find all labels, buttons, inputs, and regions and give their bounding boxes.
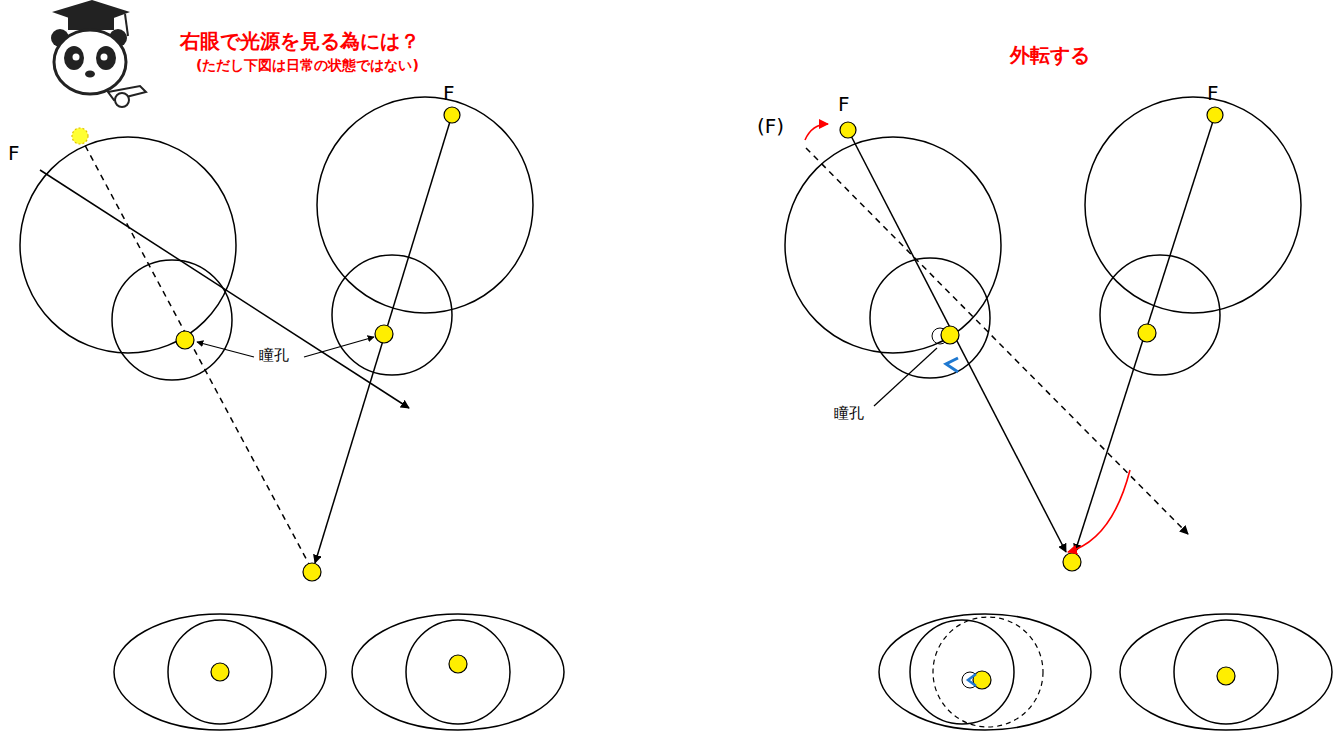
- pupil-dot: [176, 331, 194, 349]
- leader-line: [874, 348, 937, 406]
- visual-axis: [40, 170, 409, 408]
- pupil-label: 瞳孔: [259, 347, 289, 364]
- dashed-ray: [806, 148, 1188, 534]
- pupil-label: 瞳孔: [834, 405, 864, 422]
- pupil-dot: [1138, 324, 1156, 342]
- title-text: 右眼で光源を見る為には？: [180, 30, 420, 53]
- light-source: [1063, 553, 1081, 571]
- rotation-arrow: [1068, 470, 1130, 552]
- fovea-dot: [1207, 107, 1223, 123]
- fovea-dot: [444, 107, 460, 123]
- visual-axis: [315, 115, 452, 563]
- fovea-dot: [72, 128, 88, 144]
- front-view-right: [879, 614, 1332, 730]
- note-text: (ただし下図は日常の状態ではない): [196, 57, 419, 73]
- pupil-dot: [941, 326, 959, 344]
- rotation-arrow: [805, 124, 828, 140]
- leader-line: [197, 342, 254, 357]
- leader-line: [304, 337, 374, 357]
- visual-axis: [848, 130, 1066, 552]
- light-source: [303, 563, 321, 581]
- visual-axis: [1075, 115, 1215, 552]
- movement-arrow: [946, 358, 958, 372]
- fovea-label: F: [443, 82, 455, 105]
- fovea-label: F: [838, 93, 850, 116]
- fovea-dot: [840, 122, 856, 138]
- fovea-label: F: [1207, 82, 1219, 105]
- front-view-left: [114, 614, 564, 730]
- eyes-right: [785, 97, 1301, 378]
- pupil-dot: [375, 325, 393, 343]
- panel-heading: 外転する: [1010, 44, 1090, 67]
- dashed-ray: [80, 136, 310, 566]
- fovea-label: F: [8, 142, 20, 165]
- fovea-label: (F): [757, 115, 784, 138]
- panda-icon: [51, 0, 146, 107]
- eyes-left: [20, 97, 533, 380]
